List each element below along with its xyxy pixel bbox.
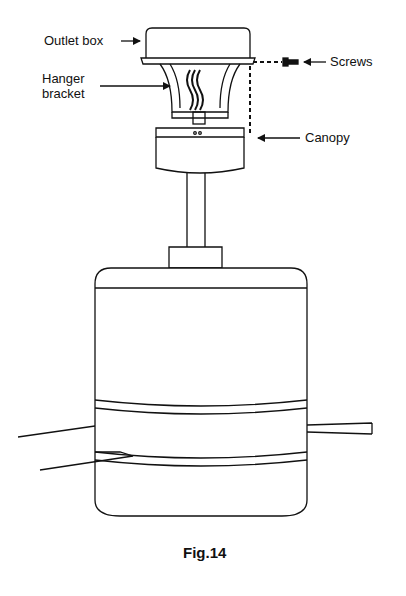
motor-housing — [95, 268, 307, 516]
figure-caption: Fig.14 — [183, 544, 226, 561]
downrod — [187, 173, 205, 247]
rod-top — [193, 112, 205, 124]
outlet-flange — [141, 58, 255, 64]
part-label: Screws — [330, 54, 400, 69]
part-label: Hanger bracket — [42, 71, 98, 101]
canopy — [156, 128, 244, 173]
outlet-box — [146, 28, 250, 58]
screw — [283, 58, 298, 66]
coupling — [169, 247, 222, 268]
dashed-guide — [250, 62, 282, 136]
wires — [187, 70, 203, 110]
leader-arrow — [100, 41, 326, 138]
hanger-bracket — [160, 64, 240, 118]
fan-blade — [18, 423, 372, 470]
part-label: Outlet box — [44, 33, 124, 48]
part-label: Canopy — [305, 130, 385, 145]
